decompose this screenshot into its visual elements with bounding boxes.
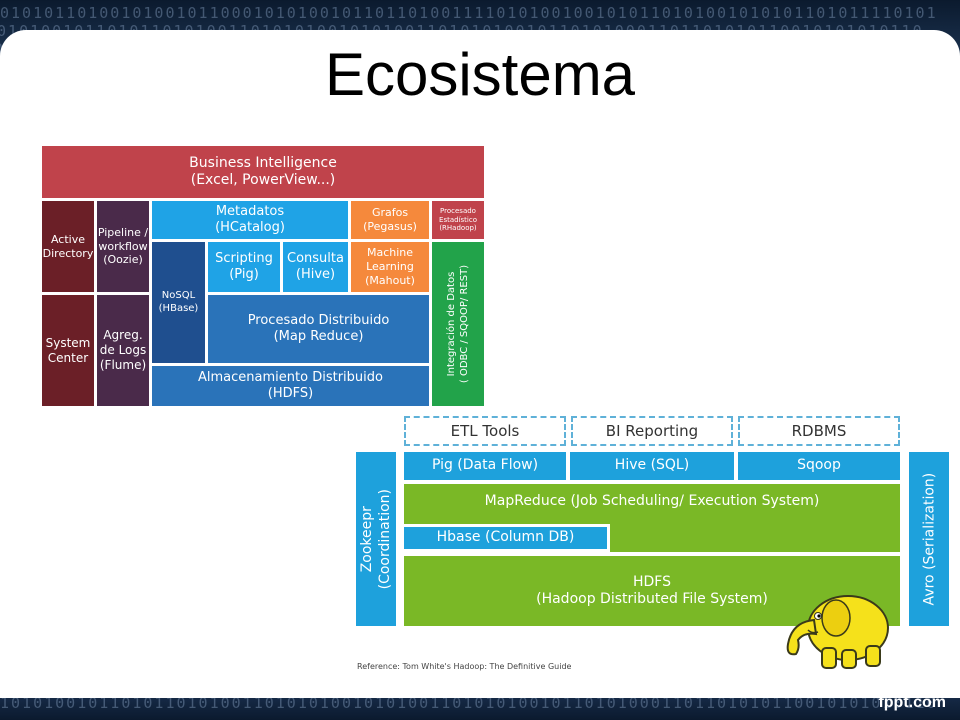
block-label: Agreg. (103, 328, 143, 342)
block-label: Procesado Distribuido (247, 312, 390, 328)
block-label: Scripting (215, 250, 273, 266)
block-label: Grafos (371, 206, 409, 220)
block-label: (Hadoop Distributed File System) (536, 591, 768, 607)
footer-brand: fppt.com (878, 694, 946, 711)
block-label: (Pig) (229, 267, 259, 282)
integracion-datos-block: Integración de Datos( ODBC / SQOOP/ REST… (432, 242, 484, 406)
block-label: Avro (Serialization) (920, 472, 937, 606)
block-label: NoSQL (161, 290, 196, 301)
block-label: System (45, 335, 91, 350)
block-label: (Oozie) (103, 253, 143, 267)
hive-block: Hive (SQL) (570, 452, 734, 480)
slide-title: Ecosistema (324, 41, 636, 108)
pig-block: Pig (Data Flow) (404, 452, 566, 480)
almacenamiento-distribuido-block: Almacenamiento Distribuido(HDFS) (152, 366, 429, 406)
block-label: (Map Reduce) (273, 329, 364, 344)
block-label: Active (50, 232, 85, 246)
metadatos-block: Metadatos(HCatalog) (152, 201, 348, 239)
block-label: de Logs (99, 343, 147, 357)
mapreduce-block: MapReduce (Job Scheduling/ Execution Sys… (404, 484, 900, 552)
business-intelligence-block: Business Intelligence(Excel, PowerView..… (42, 146, 484, 198)
block-label: (RHadoop) (439, 224, 477, 233)
block-label: (Flume) (99, 358, 147, 372)
block-label: Procesado (440, 206, 476, 215)
block-label: Learning (366, 260, 414, 274)
block-label: Business Intelligence (189, 154, 337, 171)
block-label: Almacenamiento Distribuido (198, 369, 383, 385)
block-label: HDFS (632, 573, 671, 590)
etl-tools-box: ETL Tools (404, 416, 566, 446)
block-label: (Coordination) (377, 488, 394, 590)
block-label: Zookeepr (358, 505, 375, 573)
scripting-block: Scripting(Pig) (208, 242, 280, 292)
block-label: (Mahout) (365, 273, 415, 287)
block-label: Machine (366, 246, 414, 260)
block-label: workflow (98, 239, 148, 253)
consulta-block: Consulta(Hive) (283, 242, 348, 292)
binary-row: 1010100101101011010100110101010010101001… (0, 694, 938, 712)
block-label: Consulta (287, 250, 344, 266)
avro-block: Avro (Serialization) (909, 452, 949, 626)
block-label: Integración de Datos (446, 271, 457, 377)
block-label: (Hive) (295, 267, 336, 282)
grafos-block: Grafos(Pegasus) (351, 201, 429, 239)
block-label: (Excel, PowerView...) (190, 172, 336, 188)
block-label: Pipeline / (97, 225, 149, 239)
block-label: (HDFS) (267, 386, 314, 401)
block-label: Center (47, 350, 89, 365)
block-label: (HCatalog) (215, 220, 285, 235)
hbase-block: Hbase (Column DB) (404, 524, 610, 552)
log-aggregation-block: Agreg.de Logs(Flume) (97, 295, 149, 406)
block-label: ( ODBC / SQOOP/ REST) (459, 264, 470, 384)
zookeeper-block: Zookeepr(Coordination) (356, 452, 396, 626)
bi-reporting-box: BI Reporting (571, 416, 733, 446)
pipeline-workflow-block: Pipeline /workflow(Oozie) (97, 201, 149, 292)
block-label: Estadístico (439, 215, 477, 224)
block-label: Directory (42, 246, 94, 260)
block-label: (HBase) (158, 302, 199, 314)
nosql-block: NoSQL(HBase) (152, 242, 205, 363)
block-label: (Pegasus) (363, 220, 417, 233)
block-label: Metadatos (215, 203, 285, 219)
sqoop-block: Sqoop (738, 452, 900, 480)
rdbms-box: RDBMS (738, 416, 900, 446)
binary-row: 0101011010010100101100010101001011011010… (0, 4, 938, 22)
block-label: MapReduce (Job Scheduling/ Execution Sys… (484, 493, 820, 509)
reference-note: Reference: Tom White's Hadoop: The Defin… (357, 662, 572, 671)
hadoop-elephant-icon (786, 595, 889, 669)
procesado-distribuido-block: Procesado Distribuido(Map Reduce) (208, 295, 429, 363)
